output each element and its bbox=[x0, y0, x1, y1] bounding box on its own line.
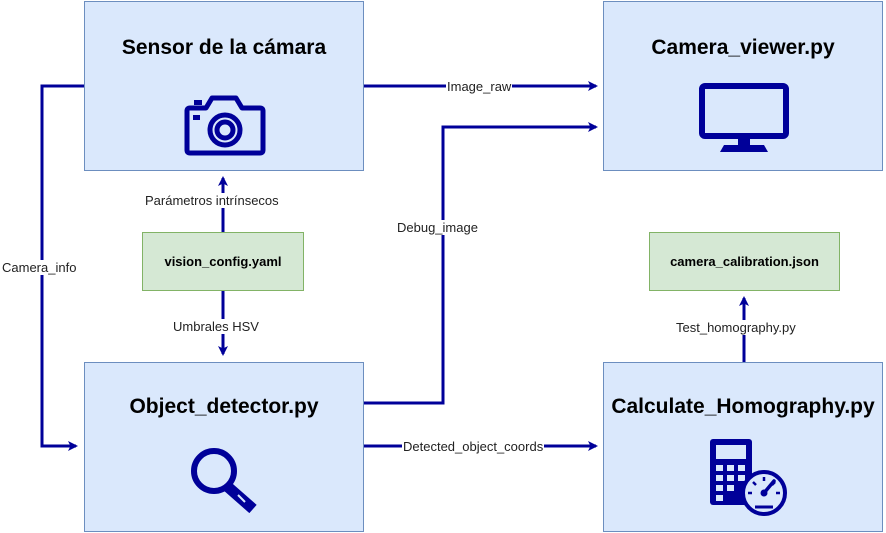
label-parametros: Parámetros intrínsecos bbox=[144, 193, 280, 208]
label-umbrales: Umbrales HSV bbox=[172, 319, 260, 334]
edge-debug-image bbox=[364, 122, 598, 405]
calculator-gauge-icon bbox=[710, 439, 787, 516]
label-test-homography: Test_homography.py bbox=[675, 320, 797, 335]
label-debug-image: Debug_image bbox=[396, 220, 479, 235]
node-homography-title: Calculate_Homography.py bbox=[611, 395, 875, 418]
label-detected-coords: Detected_object_coords bbox=[402, 439, 545, 454]
label-image-raw: Image_raw bbox=[446, 79, 513, 94]
node-detector-title: Object_detector.py bbox=[129, 395, 319, 418]
file-vision-config[interactable]: vision_config.yaml bbox=[142, 232, 304, 291]
label-camera-info: Camera_info bbox=[1, 260, 78, 275]
camera-icon bbox=[184, 95, 266, 156]
node-sensor[interactable]: Sensor de la cámara bbox=[84, 1, 364, 171]
monitor-icon bbox=[699, 83, 789, 152]
node-viewer-title: Camera_viewer.py bbox=[651, 36, 835, 59]
magnifier-icon bbox=[191, 448, 257, 513]
node-sensor-title: Sensor de la cámara bbox=[121, 36, 327, 59]
node-homography[interactable]: Calculate_Homography.py bbox=[603, 362, 883, 532]
file-camera-calibration[interactable]: camera_calibration.json bbox=[649, 232, 840, 291]
node-viewer[interactable]: Camera_viewer.py bbox=[603, 1, 883, 171]
node-detector[interactable]: Object_detector.py bbox=[84, 362, 364, 532]
